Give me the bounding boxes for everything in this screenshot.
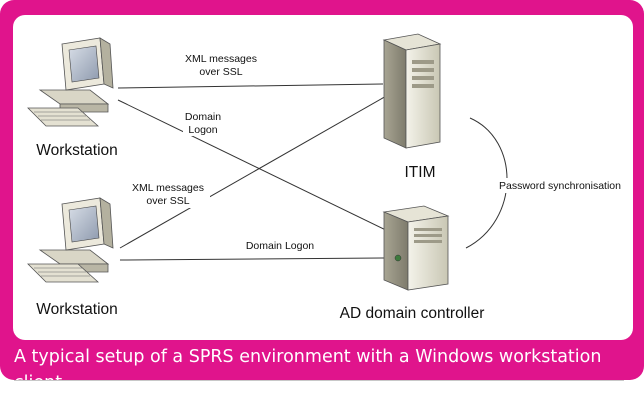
- figure-caption: A typical setup of a SPRS environment wi…: [14, 347, 602, 393]
- edge-label-domain-logon-top: Domain Logon: [183, 108, 223, 136]
- workstation-icon-top: [27, 37, 114, 127]
- domain-logon-top-line1: Domain: [185, 111, 221, 123]
- node-label-workstation-bottom: Workstation: [36, 301, 118, 318]
- edge-label-domain-logon-bottom: Domain Logon: [240, 238, 320, 253]
- edge-label-xml-top: XML messages over SSL: [180, 50, 262, 78]
- node-label-workstation-top: Workstation: [36, 142, 118, 159]
- edge-label-xml-bottom: XML messages over SSL: [128, 180, 210, 208]
- domain-logon-top-line2: Logon: [188, 124, 217, 136]
- itim-server-icon: [382, 33, 442, 149]
- xml-bottom-line2: over SSL: [146, 195, 189, 207]
- ad-controller-icon: [382, 205, 450, 291]
- workstation-icon-bottom: [27, 197, 114, 283]
- edge-domain-logon-top-line: [117, 99, 399, 237]
- edge-domain-logon-bottom-line: [119, 257, 385, 261]
- edge-xml-top-line: [117, 83, 384, 89]
- password-sync-label: Password synchronisation: [499, 180, 621, 192]
- divider: [14, 380, 624, 381]
- diagram-panel: [13, 15, 633, 340]
- node-label-itim: ITIM: [405, 164, 436, 181]
- xml-top-line2: over SSL: [199, 66, 242, 78]
- xml-top-line1: XML messages: [185, 53, 257, 65]
- domain-logon-bottom-label: Domain Logon: [246, 240, 314, 252]
- edge-label-password-sync: Password synchronisation: [494, 178, 626, 193]
- node-label-ad-controller: AD domain controller: [340, 305, 485, 322]
- edge-xml-bottom-line: [119, 94, 389, 249]
- xml-bottom-line1: XML messages: [132, 182, 204, 194]
